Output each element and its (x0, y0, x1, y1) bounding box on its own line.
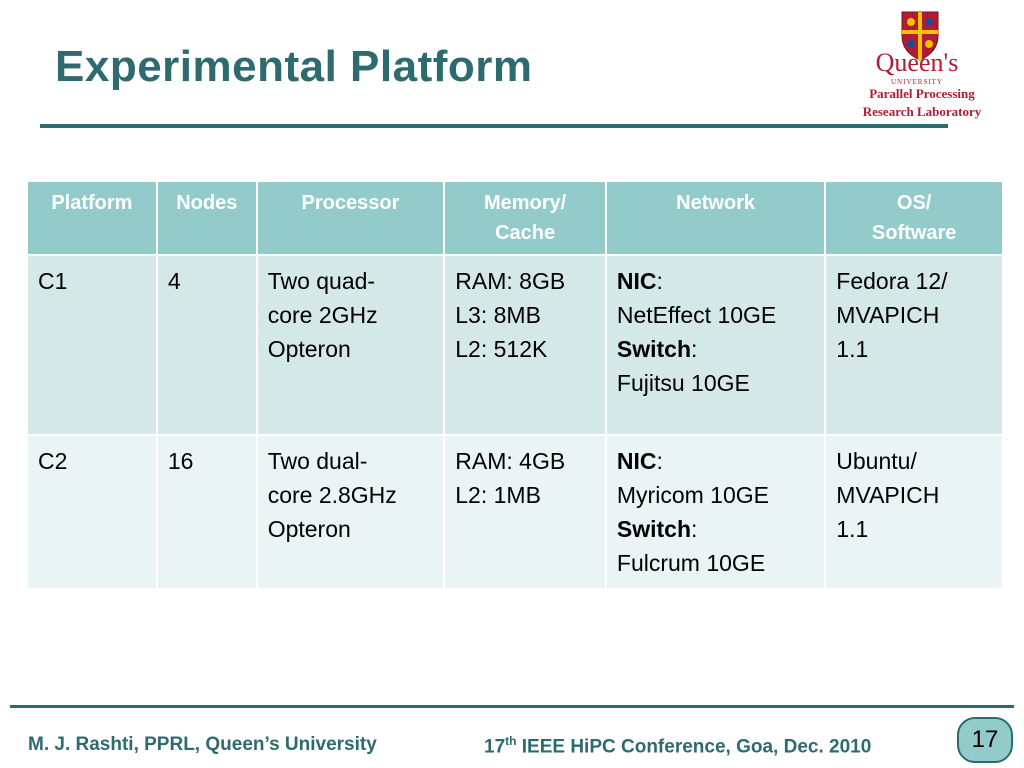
header-cache: Cache (495, 222, 556, 244)
slide-title: Experimental Platform (55, 42, 533, 91)
header-network: Network (604, 180, 827, 256)
processor-line: Opteron (267, 336, 351, 362)
cell-processor: Two quad- core 2GHz Opteron (255, 254, 446, 436)
logo-lab-line2: Research Laboratory (862, 104, 982, 119)
nic-label: NIC (616, 448, 657, 474)
header-processor: Processor (255, 180, 446, 256)
processor-line: Two quad- (267, 268, 376, 294)
header-os: OS/ (896, 192, 932, 214)
logo-lab-line1: Parallel Processing (869, 86, 975, 101)
os-line: MVAPICH (836, 482, 940, 508)
memory-line: L2: 512K (455, 336, 548, 362)
header-nodes: Nodes (155, 180, 258, 256)
table-header-row: Platform Nodes Processor Memory/Cache Ne… (26, 180, 1004, 256)
cell-platform: C2 (26, 434, 158, 590)
header-software: Software (871, 222, 957, 244)
cell-platform: C1 (26, 254, 158, 436)
processor-line: core 2.8GHz (267, 482, 397, 508)
memory-line: L2: 1MB (455, 482, 541, 508)
cell-network: NIC: NetEffect 10GE Switch: Fujitsu 10GE (604, 254, 827, 436)
os-line: MVAPICH (836, 302, 940, 328)
platform-table: Platform Nodes Processor Memory/Cache Ne… (26, 180, 1004, 590)
footer-conference: 17th IEEE HiPC Conference, Goa, Dec. 201… (484, 734, 871, 758)
logo-name: Queen's (875, 48, 959, 77)
header-memory-cache: Memory/Cache (443, 180, 607, 256)
nic-value: Myricom 10GE (616, 482, 769, 508)
memory-line: L3: 8MB (455, 302, 541, 328)
university-logo: Queen's UNIVERSITY Parallel Processing R… (860, 6, 1000, 124)
footer-author: M. J. Rashti, PPRL, Queen’s University (28, 734, 377, 755)
title-divider (40, 124, 948, 128)
table-row: C1 4 Two quad- core 2GHz Opteron RAM: 8G… (26, 254, 1004, 436)
os-line: Fedora 12/ (836, 268, 948, 294)
processor-line: Two dual- (267, 448, 368, 474)
queens-crest-icon (870, 8, 970, 66)
cell-network: NIC: Myricom 10GE Switch: Fulcrum 10GE (604, 434, 827, 590)
header-os-software: OS/Software (824, 180, 1004, 256)
cell-processor: Two dual- core 2.8GHz Opteron (255, 434, 446, 590)
footer-conference-name: IEEE HiPC Conference, Goa, Dec. 2010 (516, 736, 872, 758)
switch-label: Switch (616, 336, 692, 362)
footer-divider (10, 705, 1014, 708)
os-line: 1.1 (836, 516, 869, 542)
processor-line: core 2GHz (267, 302, 378, 328)
cell-os: Fedora 12/ MVAPICH 1.1 (824, 254, 1004, 436)
os-line: Ubuntu/ (836, 448, 917, 474)
os-line: 1.1 (836, 336, 869, 362)
switch-value: Fujitsu 10GE (616, 370, 750, 396)
nic-label: NIC (616, 268, 657, 294)
header-memory: Memory/ (483, 192, 567, 214)
switch-value: Fulcrum 10GE (616, 550, 766, 576)
cell-nodes: 16 (155, 434, 258, 590)
header-platform: Platform (26, 180, 158, 256)
table-row: C2 16 Two dual- core 2.8GHz Opteron RAM:… (26, 434, 1004, 590)
nic-value: NetEffect 10GE (616, 302, 777, 328)
memory-line: RAM: 8GB (455, 268, 566, 294)
footer-ordinal-suffix: th (505, 734, 517, 748)
cell-os: Ubuntu/ MVAPICH 1.1 (824, 434, 1004, 590)
cell-nodes: 4 (155, 254, 258, 436)
logo-university: UNIVERSITY (891, 78, 943, 86)
processor-line: Opteron (267, 516, 351, 542)
cell-memory: RAM: 4GB L2: 1MB (443, 434, 607, 590)
page-number: 17 (957, 717, 1013, 763)
switch-label: Switch (616, 516, 692, 542)
memory-line: RAM: 4GB (455, 448, 566, 474)
cell-memory: RAM: 8GB L3: 8MB L2: 512K (443, 254, 607, 436)
footer-ordinal: 17 (484, 736, 506, 758)
